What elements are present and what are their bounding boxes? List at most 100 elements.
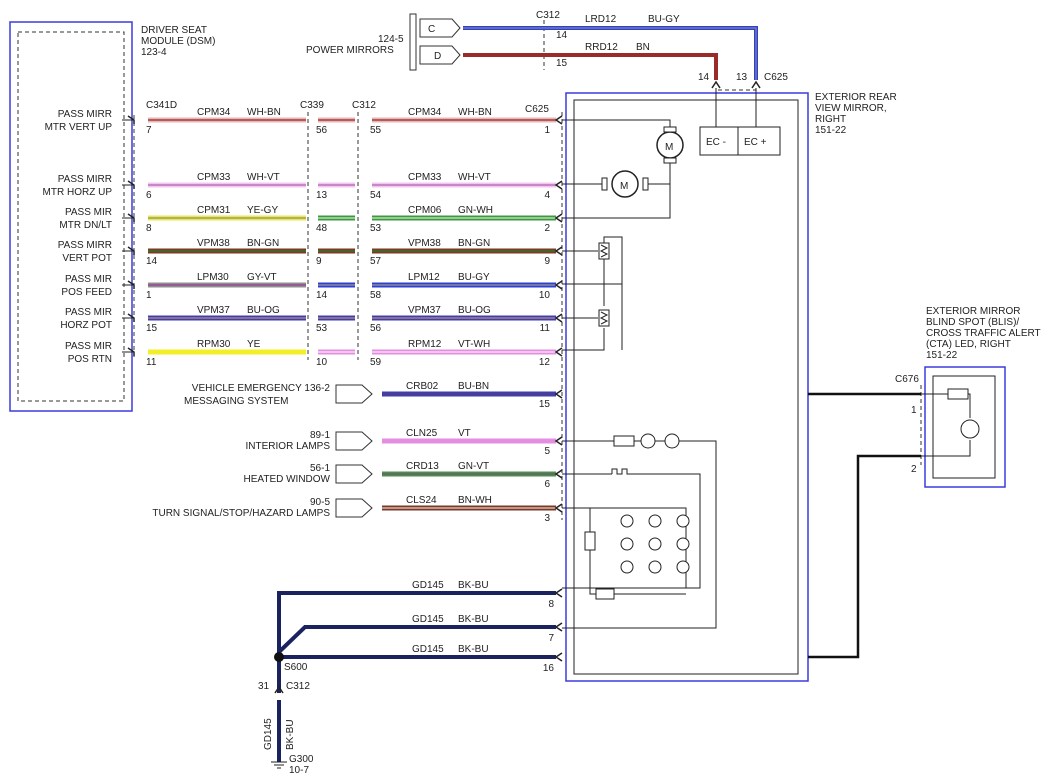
ground-wire-8 (277, 591, 556, 656)
dsm-row-6-pin-c312: 56 (370, 323, 382, 334)
dsm-row-3-label-2: MTR DN/LT (59, 220, 112, 231)
dsm-row-3-color-b: GN-WH (458, 205, 493, 216)
heated-window-wiring (562, 473, 701, 589)
other-row-3-label-2: HEATED WINDOW (244, 474, 331, 485)
ground-row-1-pin: 8 (548, 599, 554, 610)
dsm-row-5-pin-c625: 10 (539, 290, 551, 301)
ground-row-1-color: BK-BU (458, 580, 489, 591)
ext-mirror-title-2: VIEW MIRROR, (815, 103, 887, 114)
dsm-row-2-circuit-a: CPM33 (197, 172, 231, 183)
dsm-row-5-color-b: BU-GY (458, 272, 490, 283)
dsm-row-1-pin-c339: 56 (316, 125, 328, 136)
lamp-led-1-icon (640, 433, 656, 449)
other-row-4-label-1: 90-5 (310, 497, 330, 508)
other-row-2-connector-shape (335, 431, 373, 451)
dsm-module-inner (17, 31, 125, 402)
other-row-3-label-1: 56-1 (310, 463, 330, 474)
ground-color: BK-BU (285, 719, 296, 750)
ground-row-2-pin: 7 (548, 633, 554, 644)
dsm-row-6-label-1: PASS MIR (65, 307, 112, 318)
other-row-3-connector-shape (335, 464, 373, 484)
dsm-row-5-label-1: PASS MIR (65, 274, 112, 285)
power-mirrors-ref: 124-5 (378, 34, 404, 45)
dsm-row-6-circuit-a: VPM37 (197, 305, 230, 316)
connector-c-shape (419, 18, 461, 38)
arrow-c625-13 (751, 80, 761, 89)
ground-symbol-icon (271, 761, 287, 769)
dsm-row-7-label-2: POS RTN (68, 354, 112, 365)
connector-c625: C625 (525, 104, 549, 115)
splice-s600: S600 (284, 662, 308, 673)
wire-rrd12 (463, 53, 718, 80)
pot-horz-zig (599, 311, 609, 325)
blis-pin-1: 1 (911, 405, 917, 416)
dsm-row-2-pin-dsm: 6 (146, 190, 152, 201)
dsm-row-6-color-b: BU-OG (458, 305, 491, 316)
arrow-c625-14 (711, 80, 721, 89)
dsm-row-1-circuit-b: CPM34 (408, 107, 442, 118)
pot-horz-icon (598, 309, 610, 327)
dsm-row-1-pin-c625: 1 (544, 125, 550, 136)
exterior-mirror-box (565, 92, 809, 682)
other-row-1-label-1: VEHICLE EMERGENCY 136-2 (192, 383, 331, 394)
dsm-row-4-label-1: PASS MIRR (58, 240, 112, 251)
other-row-2-arrow-c625 (554, 436, 563, 446)
ground-g300-ref: 10-7 (289, 765, 309, 776)
dsm-row-6-circuit-b: VPM37 (408, 305, 441, 316)
ground-row-2-circuit: GD145 (412, 614, 444, 625)
dsm-row-3-pin-c312: 53 (370, 223, 382, 234)
other-row-2-color: VT (458, 428, 471, 439)
dsm-row-1-arrow-c625 (554, 115, 563, 125)
dsm-row-2-pin-c312: 54 (370, 190, 382, 201)
pot-wiring (562, 236, 623, 351)
turn-resistor-a-icon (584, 531, 596, 551)
motor-horz-glyph: M (620, 181, 628, 192)
dsm-row-1-color-a: WH-BN (247, 107, 281, 118)
wire-lrd12-stripe (463, 27, 757, 80)
dsm-row-7-circuit-b: RPM12 (408, 339, 442, 350)
dsm-row-2-pin-c625: 4 (544, 190, 550, 201)
blis-title-2: BLIND SPOT (BLIS)/ (926, 317, 1019, 328)
blis-title-4: (CTA) LED, RIGHT (926, 339, 1011, 350)
dsm-row-3-label-1: PASS MIR (65, 207, 112, 218)
other-row-2-label-1: 89-1 (310, 430, 330, 441)
lrd12-pin-c625: 13 (736, 72, 748, 83)
ground-c312-arrow (274, 685, 284, 694)
dsm-row-1-circuit-a: CPM34 (197, 107, 231, 118)
dsm-row-2-color-b: WH-VT (458, 172, 491, 183)
dsm-row-1-label-2: MTR VERT UP (45, 122, 113, 133)
other-row-1-pin: 15 (539, 399, 551, 410)
lamp-resistor-icon (613, 435, 635, 447)
dsm-row-5-color-a: GY-VT (247, 272, 277, 283)
dsm-row-3-pin-c625: 2 (544, 223, 550, 234)
dsm-row-4-pin-c339: 9 (316, 256, 322, 267)
dsm-row-2-color-a: WH-VT (247, 172, 280, 183)
ext-mirror-title-1: EXTERIOR REAR (815, 92, 897, 103)
blis-box (924, 366, 1006, 488)
connector-c339: C339 (300, 100, 324, 111)
dsm-row-7-pin-c625: 12 (539, 357, 551, 368)
ground-row-3-circuit: GD145 (412, 644, 444, 655)
dsm-title-1: DRIVER SEAT (141, 25, 207, 36)
dsm-row-7-pin-c312: 59 (370, 357, 382, 368)
blis-title-3: CROSS TRAFFIC ALERT (926, 328, 1041, 339)
other-row-1-arrow-c625 (554, 389, 563, 399)
dsm-row-1-pin-dsm: 7 (146, 125, 152, 136)
motor-vert-glyph: M (665, 142, 673, 153)
motor-wiring (562, 119, 671, 219)
ext-mirror-title-4: 151-22 (815, 125, 847, 136)
dsm-row-4-pin-c625: 9 (544, 256, 550, 267)
ground-row-3-color: BK-BU (458, 644, 489, 655)
dsm-row-2-label-2: MTR HORZ UP (43, 187, 113, 198)
dsm-row-4-pin-dsm: 14 (146, 256, 158, 267)
dsm-row-4-circuit-b: VPM38 (408, 238, 441, 249)
motor-horz-cap-l (601, 177, 608, 191)
dsm-row-5-label-2: POS FEED (61, 287, 112, 298)
motor-horz-cap-r (642, 177, 649, 191)
dsm-row-7-label-1: PASS MIR (65, 341, 112, 352)
other-row-1-circuit: CRB02 (406, 381, 439, 392)
blis-pin-2: 2 (911, 464, 917, 475)
dsm-row-7-pin-dsm: 11 (146, 357, 157, 368)
pot-vert-zig (599, 244, 609, 258)
